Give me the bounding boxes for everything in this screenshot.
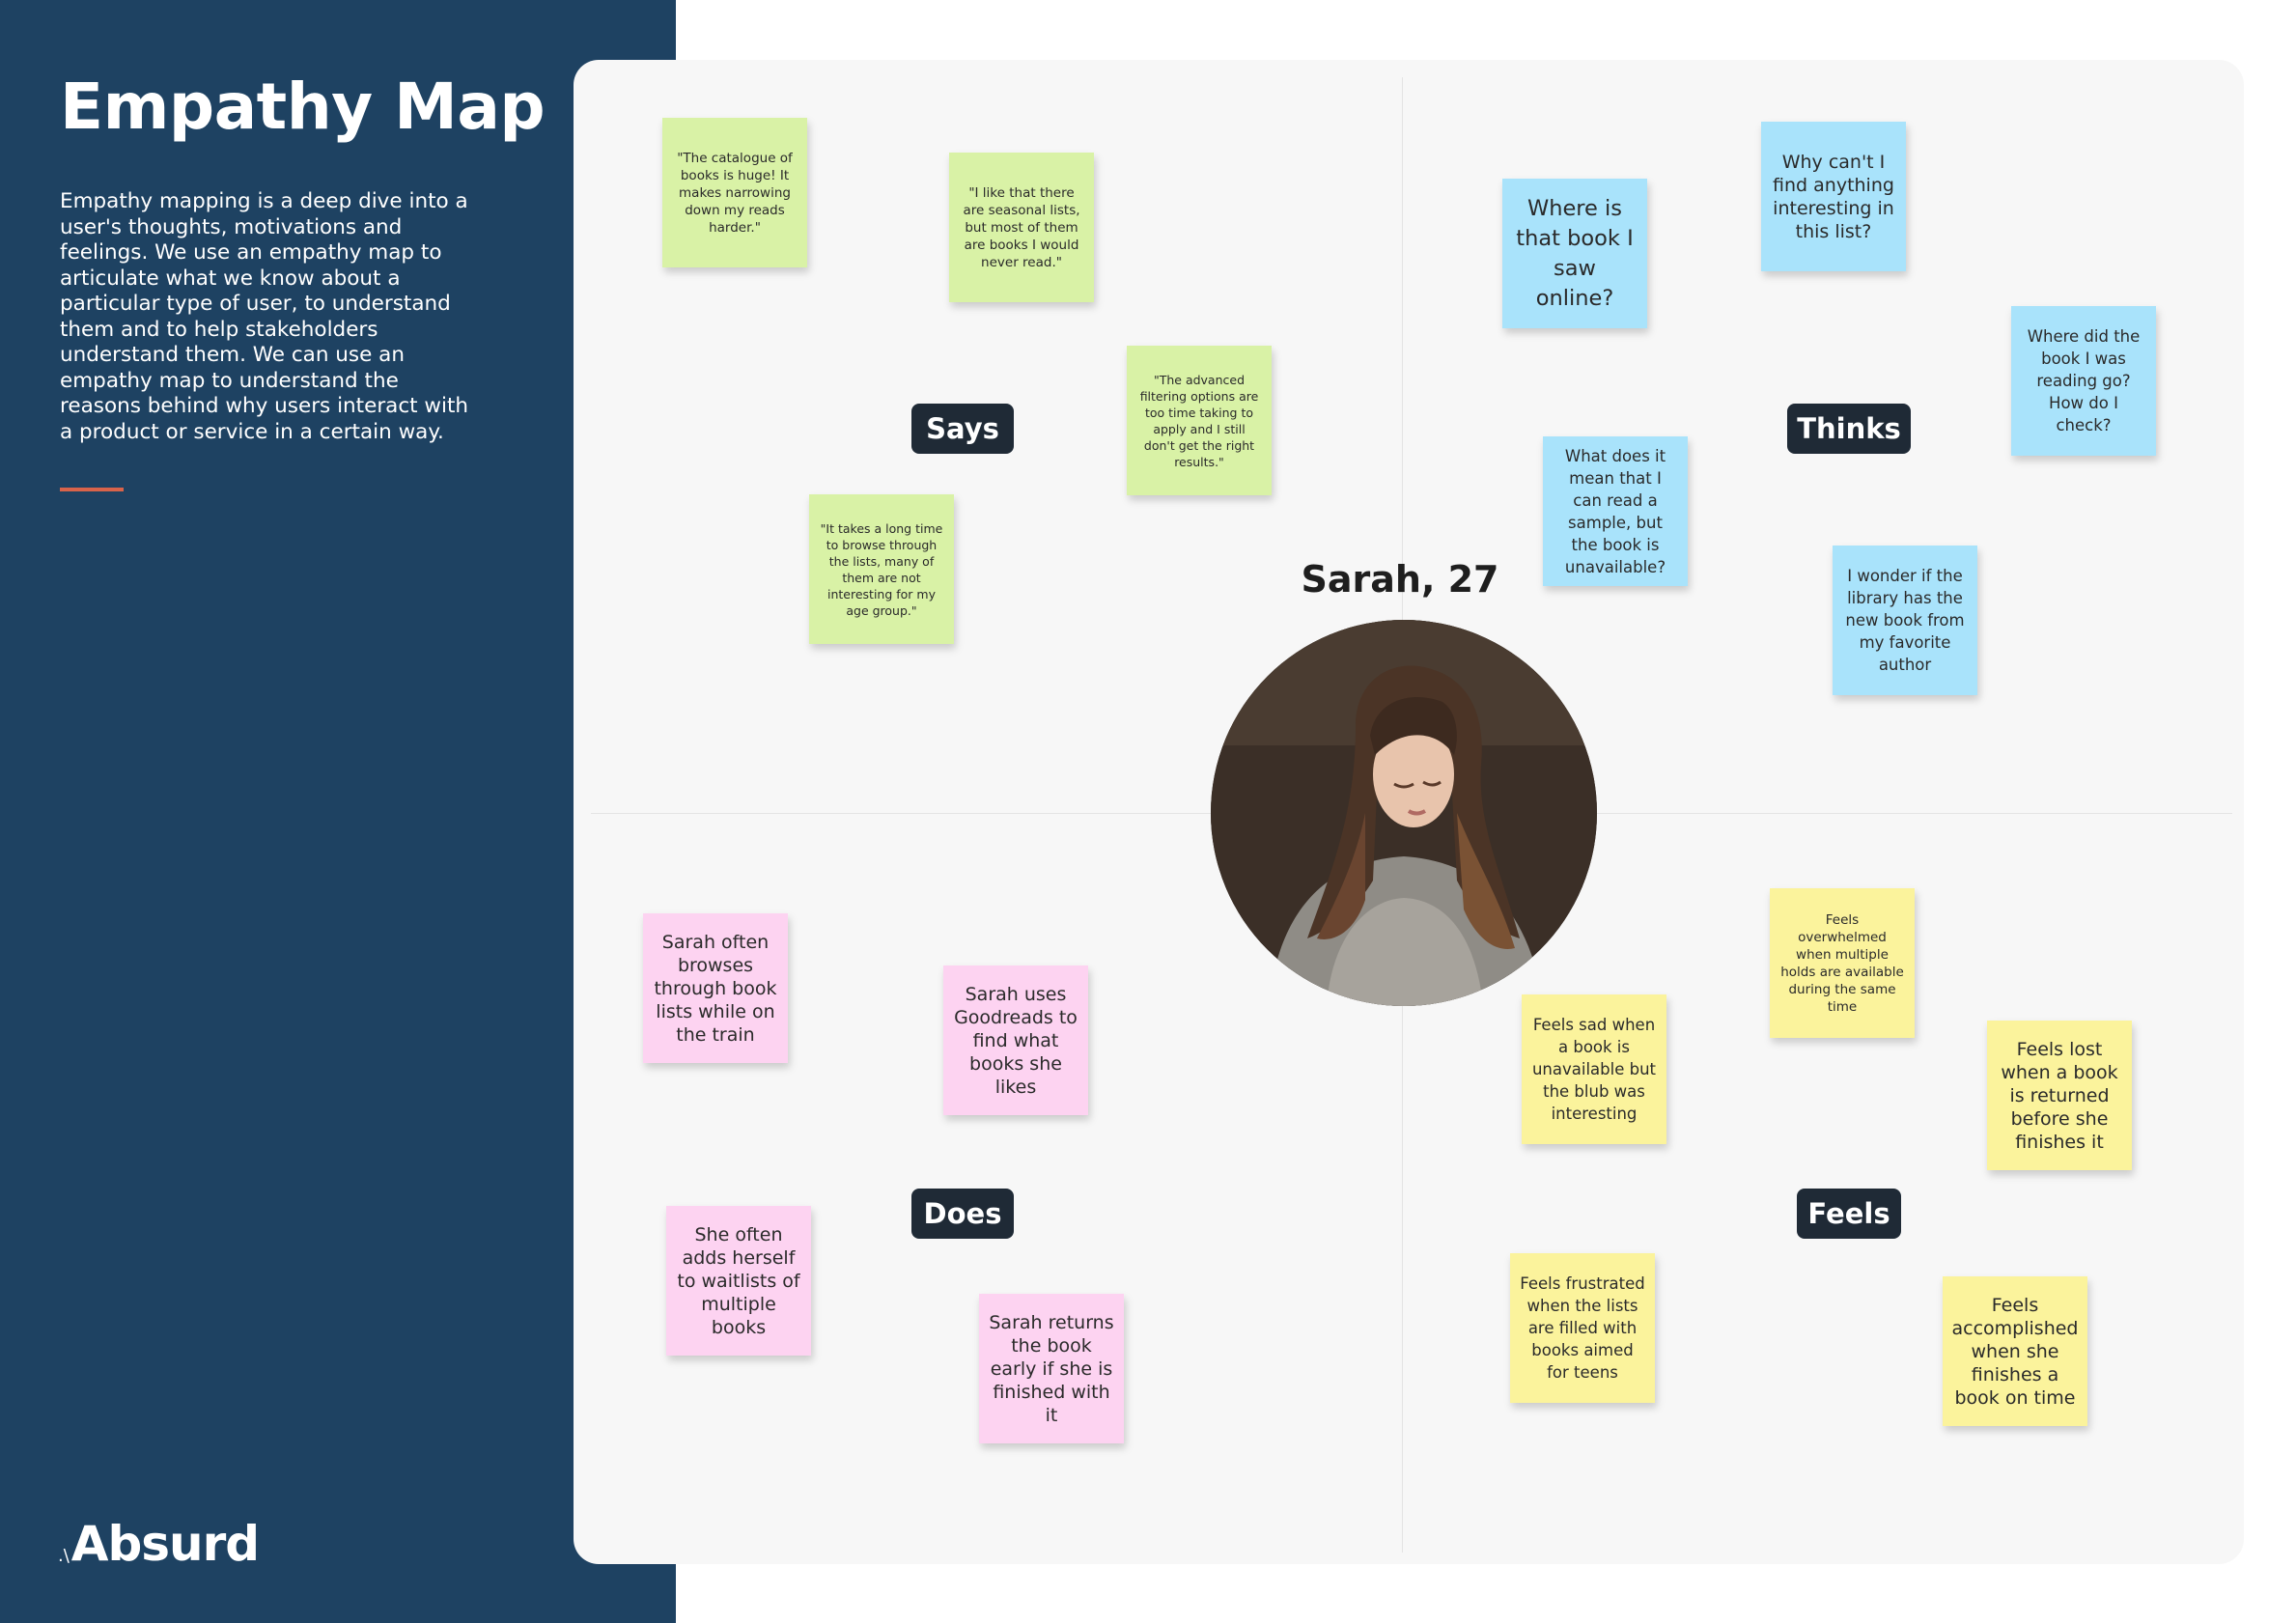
thinks-note-5: I wonder if the library has the new book… (1833, 546, 1977, 695)
does-note-2: Sarah uses Goodreads to find what books … (943, 965, 1088, 1115)
does-note-4: Sarah returns the book early if she is f… (979, 1294, 1124, 1443)
feels-note-3: Feels lost when a book is returned befor… (1987, 1021, 2132, 1170)
thinks-note-2: Why can't I find anything interesting in… (1761, 122, 1906, 271)
says-label: Says (911, 404, 1014, 454)
persona-name: Sarah, 27 (1301, 558, 1499, 601)
feels-note-1: Feels overwhelmed when multiple holds ar… (1770, 888, 1915, 1038)
thinks-note-4: What does it mean that I can read a samp… (1543, 436, 1688, 586)
thinks-note-3: Where did the book I was reading go? How… (2011, 306, 2156, 456)
says-note-4: "It takes a long time to browse through … (809, 494, 954, 644)
says-note-3: "The advanced filtering options are too … (1127, 346, 1272, 495)
persona-avatar (1211, 620, 1597, 1006)
thinks-label: Thinks (1787, 404, 1911, 454)
thinks-note-1: Where is that book I saw online? (1502, 179, 1647, 328)
feels-note-2: Feels sad when a book is unavailable but… (1522, 994, 1666, 1144)
absurd-logo: .\ Absurd (58, 1516, 260, 1572)
page-description: Empathy mapping is a deep dive into a us… (60, 189, 469, 444)
woman-reading-icon (1211, 620, 1597, 1006)
does-note-1: Sarah often browses through book lists w… (643, 913, 788, 1063)
says-note-1: "The catalogue of books is huge! It make… (662, 118, 807, 267)
does-label: Does (911, 1189, 1014, 1239)
sidebar: Empathy Map Empathy mapping is a deep di… (0, 0, 676, 1623)
accent-divider (60, 488, 124, 491)
logo-mark: .\ (58, 1546, 70, 1566)
page-title: Empathy Map (60, 70, 546, 144)
says-note-2: "I like that there are seasonal lists, b… (949, 153, 1094, 302)
logo-text: Absurd (70, 1516, 260, 1572)
does-note-3: She often adds herself to waitlists of m… (666, 1206, 811, 1356)
feels-note-5: Feels accomplished when she finishes a b… (1943, 1276, 2087, 1426)
feels-label: Feels (1797, 1189, 1901, 1239)
feels-note-4: Feels frustrated when the lists are fill… (1510, 1253, 1655, 1403)
